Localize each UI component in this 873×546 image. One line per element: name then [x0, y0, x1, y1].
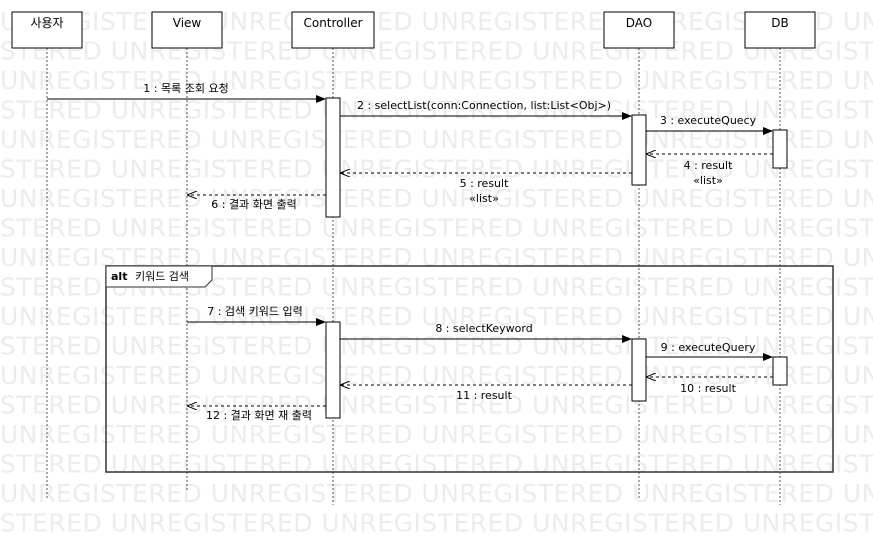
message-4-stereotype: «list» [693, 174, 723, 187]
watermark-row: UNREGISTERED UNREGISTERED UNREGISTERED U… [0, 155, 873, 184]
participant-view[interactable]: View [151, 11, 223, 49]
watermark-row: UNREGISTERED UNREGISTERED UNREGISTERED U… [0, 66, 873, 95]
participant-user[interactable]: 사용자 [11, 11, 83, 49]
message-5-label: 5 : result [460, 177, 510, 190]
participant-dao[interactable]: DAO [603, 11, 675, 49]
message-1[interactable]: 1 : 목록 조회 요청 [47, 82, 326, 103]
activation-db-2 [772, 356, 788, 386]
message-4[interactable]: 4 : result «list» [647, 154, 773, 187]
message-7[interactable]: 7 : 검색 키워드 입력 [187, 305, 326, 326]
message-3-label: 3 : executeQuecy [660, 114, 757, 127]
participant-db-label: DB [771, 16, 788, 30]
activation-controller-2 [325, 321, 341, 419]
watermark-row: UNREGISTERED UNREGISTERED UNREGISTERED U… [0, 479, 873, 508]
watermark-row: UNREGISTERED UNREGISTERED UNREGISTERED U… [0, 302, 873, 331]
activation-db-1 [772, 129, 788, 169]
message-6-label: 6 : 결과 화면 출력 [211, 198, 296, 211]
message-7-label: 7 : 검색 키워드 입력 [207, 305, 303, 318]
participant-controller-label: Controller [303, 16, 362, 30]
message-5-stereotype: «list» [469, 192, 499, 205]
message-11[interactable]: 11 : result [341, 385, 632, 402]
activation-dao-2 [631, 338, 647, 402]
participant-dao-label: DAO [626, 16, 652, 30]
message-5[interactable]: 5 : result «list» [341, 173, 632, 205]
watermark-row: UNREGISTERED UNREGISTERED UNREGISTERED U… [0, 450, 873, 479]
fragment-condition: 키워드 검색 [135, 270, 189, 283]
watermark-row: UNREGISTERED UNREGISTERED UNREGISTERED U… [0, 332, 873, 361]
message-1-label: 1 : 목록 조회 요청 [143, 82, 228, 95]
message-12-label: 12 : 결과 화면 재 출력 [206, 409, 312, 422]
watermark-row: UNREGISTERED UNREGISTERED UNREGISTERED U… [0, 7, 873, 36]
message-9[interactable]: 9 : executeQuery [646, 341, 773, 361]
activation-controller-1 [325, 97, 341, 218]
message-12[interactable]: 12 : 결과 화면 재 출력 [188, 406, 326, 422]
watermark-row: UNREGISTERED UNREGISTERED UNREGISTERED U… [0, 37, 873, 66]
watermark-row: UNREGISTERED UNREGISTERED UNREGISTERED U… [0, 96, 873, 125]
fragment-keyword: alt [111, 270, 127, 283]
watermark-row: UNREGISTERED UNREGISTERED UNREGISTERED U… [0, 184, 873, 213]
message-4-label: 4 : result [684, 159, 734, 172]
participant-user-label: 사용자 [30, 16, 63, 30]
watermark-row: UNREGISTERED UNREGISTERED UNREGISTERED U… [0, 125, 873, 154]
watermark-row: UNREGISTERED UNREGISTERED UNREGISTERED U… [0, 420, 873, 449]
participant-controller[interactable]: Controller [291, 11, 375, 49]
activation-dao-1 [631, 114, 647, 186]
message-2-label: 2 : selectList(conn:Connection, list:Lis… [357, 99, 611, 112]
alt-fragment[interactable]: alt 키워드 검색 [105, 265, 834, 473]
watermark-row: UNREGISTERED UNREGISTERED UNREGISTERED U… [0, 361, 873, 390]
participant-view-label: View [173, 16, 202, 30]
message-8[interactable]: 8 : selectKeyword [340, 322, 632, 343]
svg-text:alt 키워드 검색: alt 키워드 검색 [111, 270, 189, 283]
message-10-label: 10 : result [680, 382, 737, 395]
message-3[interactable]: 3 : executeQuecy [646, 114, 773, 135]
message-6[interactable]: 6 : 결과 화면 출력 [188, 195, 326, 211]
watermark-row: UNREGISTERED UNREGISTERED UNREGISTERED U… [0, 509, 873, 538]
message-2[interactable]: 2 : selectList(conn:Connection, list:Lis… [340, 99, 632, 120]
message-9-label: 9 : executeQuery [661, 341, 756, 354]
watermark-row: UNREGISTERED UNREGISTERED UNREGISTERED U… [0, 214, 873, 243]
watermark-row: UNREGISTERED UNREGISTERED UNREGISTERED U… [0, 391, 873, 420]
message-8-label: 8 : selectKeyword [435, 322, 532, 335]
message-10[interactable]: 10 : result [647, 377, 773, 395]
participant-db[interactable]: DB [744, 11, 816, 49]
message-11-label: 11 : result [456, 389, 513, 402]
